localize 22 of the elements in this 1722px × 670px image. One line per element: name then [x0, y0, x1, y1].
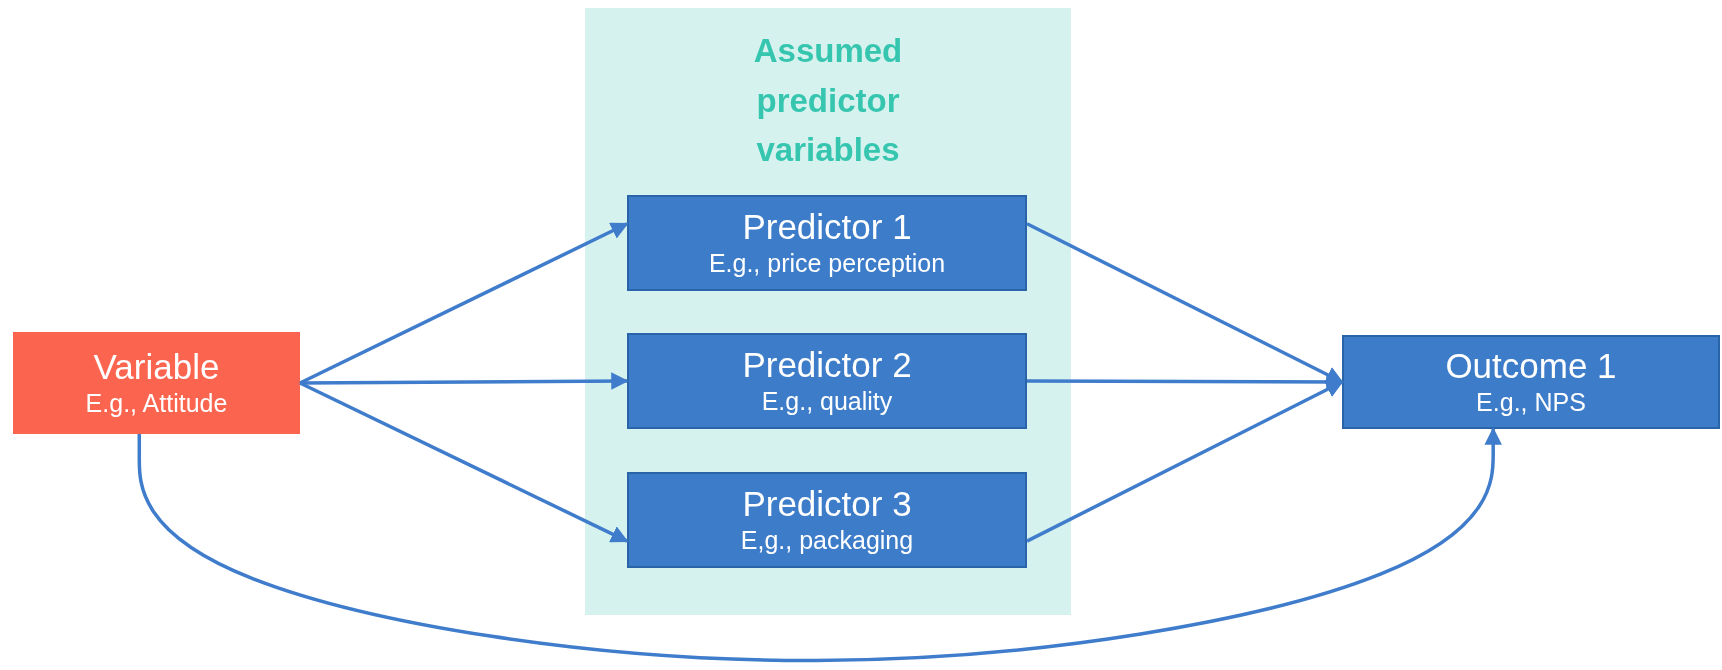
arrow	[1026, 222, 1344, 384]
process-box	[627, 195, 1027, 291]
process-box	[1342, 335, 1720, 429]
box-title: Predictor 2	[742, 344, 912, 385]
process-box	[13, 332, 300, 434]
box-subtitle: E.g., NPS	[1476, 386, 1586, 418]
process-box	[627, 333, 1027, 429]
arrow	[299, 381, 629, 543]
box-title: Outcome 1	[1445, 345, 1617, 386]
process-box	[627, 472, 1027, 568]
box-title: Predictor 3	[742, 483, 912, 524]
panel-title: Assumed predictor variables	[752, 31, 904, 170]
arrow	[299, 222, 629, 385]
arrow	[1026, 380, 1344, 543]
box-subtitle: E.g., price perception	[708, 247, 946, 279]
arrow	[137, 427, 1502, 663]
box-subtitle: E.g., quality	[761, 385, 893, 417]
box-title: Variable	[93, 346, 220, 387]
box-subtitle: E,g., packaging	[740, 524, 914, 556]
box-subtitle: E.g., Attitude	[85, 387, 228, 419]
group-panel	[585, 8, 1071, 615]
box-title: Predictor 1	[742, 206, 912, 247]
